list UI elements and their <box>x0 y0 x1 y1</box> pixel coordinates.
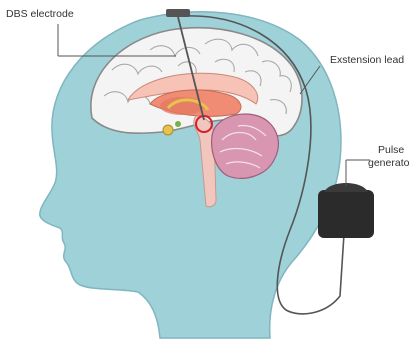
extension-lead-label: Exstension lead <box>330 54 404 66</box>
generator-label-line1: Pulse <box>378 144 404 156</box>
generator-label-line2: generato <box>368 157 409 169</box>
hypothalamus <box>175 121 181 127</box>
electrode-label: DBS electrode <box>6 8 74 20</box>
pituitary <box>163 125 173 135</box>
cerebellum <box>212 114 279 178</box>
pulse-generator <box>318 183 374 238</box>
